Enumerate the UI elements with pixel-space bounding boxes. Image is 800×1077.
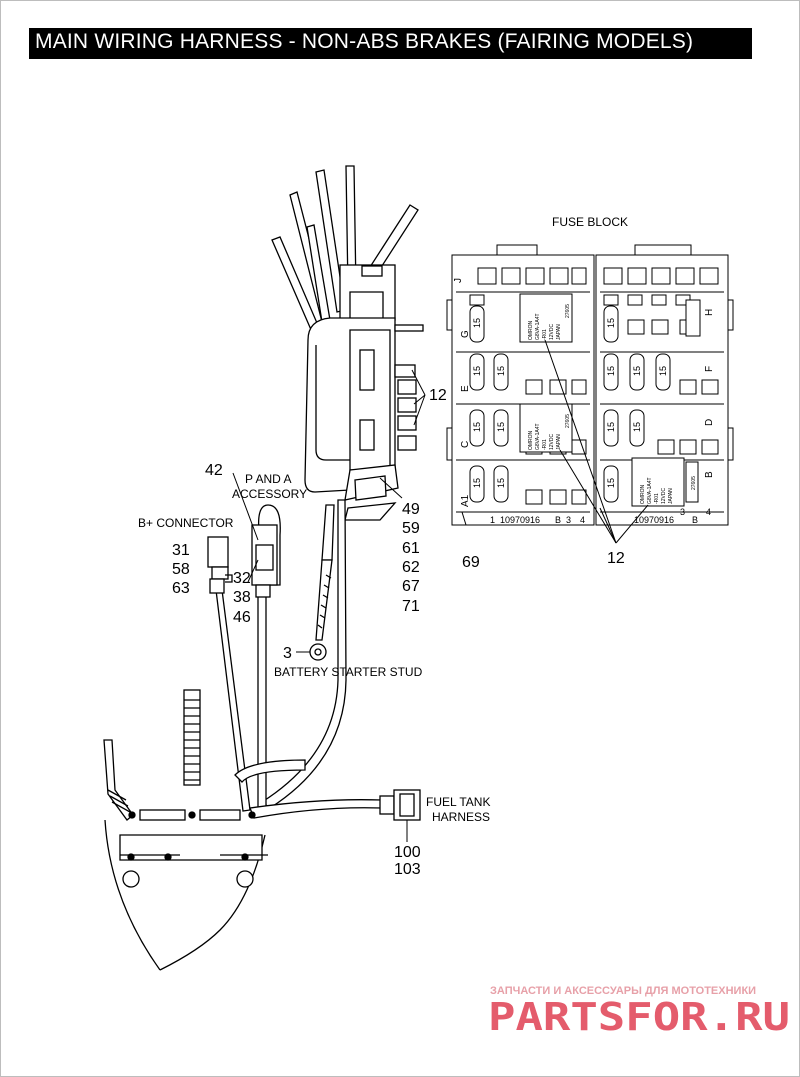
svg-text:JAPAN: JAPAN bbox=[556, 324, 562, 340]
leader-lines bbox=[232, 339, 649, 842]
svg-text:G8VA-1A4T: G8VA-1A4T bbox=[535, 313, 541, 340]
svg-text:15: 15 bbox=[606, 366, 616, 376]
callout-46: 46 bbox=[233, 609, 251, 626]
lower-harness bbox=[103, 499, 383, 971]
callout-12-top: 12 bbox=[429, 387, 447, 404]
callout-103: 103 bbox=[394, 861, 421, 878]
fuse-ratings: 15 15 15 15 15 15 15 15 15 15 15 15 15 1… bbox=[472, 318, 668, 488]
svg-text:4: 4 bbox=[580, 515, 585, 525]
fuse-row-letters: J G E C A1 H F D B bbox=[453, 278, 715, 507]
svg-text:15: 15 bbox=[472, 318, 482, 328]
svg-text:OMRON: OMRON bbox=[640, 484, 646, 504]
callout-62: 62 bbox=[402, 559, 420, 576]
svg-text:JAPAN: JAPAN bbox=[556, 434, 562, 450]
callout-63: 63 bbox=[172, 580, 190, 597]
svg-text:12VDC: 12VDC bbox=[549, 323, 555, 340]
svg-text:H: H bbox=[704, 309, 715, 316]
svg-text:1: 1 bbox=[490, 515, 495, 525]
svg-text:4: 4 bbox=[706, 507, 711, 517]
svg-text:10970916: 10970916 bbox=[500, 515, 540, 525]
svg-text:15: 15 bbox=[632, 366, 642, 376]
svg-text:A1: A1 bbox=[460, 494, 471, 507]
relay-markings: OMRON G8VA-1A4T -R01 12VDC JAPAN 27605 O… bbox=[528, 304, 697, 504]
svg-text:C: C bbox=[460, 441, 471, 448]
svg-text:-R01: -R01 bbox=[654, 493, 660, 504]
svg-text:12VDC: 12VDC bbox=[549, 433, 555, 450]
svg-text:-R01: -R01 bbox=[542, 439, 548, 450]
callout-49: 49 bbox=[402, 501, 420, 518]
label-p-and-a-line1: P AND A bbox=[245, 472, 291, 486]
svg-text:OMRON: OMRON bbox=[528, 430, 534, 450]
svg-text:3: 3 bbox=[566, 515, 571, 525]
svg-text:15: 15 bbox=[606, 478, 616, 488]
fuse-block-bottom-labels: 1 10970916 B 3 4 10970916 B 3 4 bbox=[490, 507, 711, 525]
page-title: MAIN WIRING HARNESS - NON-ABS BRAKES (FA… bbox=[35, 30, 694, 53]
svg-text:J: J bbox=[453, 278, 464, 283]
callout-42: 42 bbox=[205, 462, 223, 479]
label-p-and-a-line2: ACCESSORY bbox=[232, 487, 307, 501]
svg-text:15: 15 bbox=[496, 366, 506, 376]
svg-text:JAPAN: JAPAN bbox=[668, 488, 674, 504]
svg-text:15: 15 bbox=[472, 366, 482, 376]
svg-text:15: 15 bbox=[606, 422, 616, 432]
svg-text:B: B bbox=[692, 515, 698, 525]
watermark-logo: PARTSFOR.RU bbox=[488, 995, 790, 1039]
svg-text:D: D bbox=[704, 419, 715, 426]
label-fuel-tank-line1: FUEL TANK bbox=[426, 795, 490, 809]
svg-text:E: E bbox=[460, 385, 471, 392]
svg-text:G8VA-1A4T: G8VA-1A4T bbox=[647, 477, 653, 504]
harness-bracket-assembly bbox=[304, 264, 424, 521]
svg-text:B: B bbox=[555, 515, 561, 525]
callout-61: 61 bbox=[402, 540, 420, 557]
svg-text:G8VA-1A4T: G8VA-1A4T bbox=[535, 423, 541, 450]
callout-67: 67 bbox=[402, 578, 420, 595]
callout-59: 59 bbox=[402, 520, 420, 537]
fuse-block-label: FUSE BLOCK bbox=[552, 215, 628, 229]
watermark-tagline: ЗАПЧАСТИ И АКСЕССУАРЫ ДЛЯ МОТОТЕХНИКИ bbox=[490, 985, 756, 997]
label-fuel-tank-line2: HARNESS bbox=[432, 810, 490, 824]
svg-text:B: B bbox=[704, 471, 715, 478]
fuel-tank-harness-connector bbox=[379, 789, 421, 821]
callout-100: 100 bbox=[394, 844, 421, 861]
title-bar: MAIN WIRING HARNESS - NON-ABS BRAKES (FA… bbox=[29, 28, 752, 59]
svg-text:F: F bbox=[704, 366, 715, 372]
svg-text:15: 15 bbox=[496, 422, 506, 432]
svg-text:27605: 27605 bbox=[691, 476, 697, 490]
svg-text:12VDC: 12VDC bbox=[661, 487, 667, 504]
callout-32: 32 bbox=[233, 570, 251, 587]
svg-text:15: 15 bbox=[472, 422, 482, 432]
svg-text:OMRON: OMRON bbox=[528, 320, 534, 340]
svg-text:15: 15 bbox=[658, 366, 668, 376]
fuses bbox=[469, 305, 671, 503]
battery-starter-stud-terminal bbox=[309, 559, 333, 661]
label-b-plus-connector: B+ CONNECTOR bbox=[138, 516, 234, 530]
svg-text:10970916: 10970916 bbox=[634, 515, 674, 525]
label-battery-starter-stud: BATTERY STARTER STUD bbox=[274, 665, 423, 679]
svg-text:27605: 27605 bbox=[565, 414, 571, 428]
svg-text:G: G bbox=[460, 330, 471, 338]
svg-text:27605: 27605 bbox=[565, 304, 571, 318]
callout-69: 69 bbox=[462, 554, 480, 571]
svg-text:15: 15 bbox=[632, 422, 642, 432]
svg-text:3: 3 bbox=[680, 507, 685, 517]
b-plus-connector bbox=[207, 536, 233, 594]
svg-text:15: 15 bbox=[472, 478, 482, 488]
svg-text:15: 15 bbox=[496, 478, 506, 488]
callout-58: 58 bbox=[172, 561, 190, 578]
callout-71: 71 bbox=[402, 598, 420, 615]
p-and-a-accessory-connector bbox=[251, 504, 281, 598]
callout-38: 38 bbox=[233, 589, 251, 606]
svg-text:15: 15 bbox=[606, 318, 616, 328]
svg-text:-R01: -R01 bbox=[542, 329, 548, 340]
callout-31: 31 bbox=[172, 542, 190, 559]
callout-12-bottom: 12 bbox=[607, 550, 625, 567]
callout-3: 3 bbox=[283, 645, 292, 662]
